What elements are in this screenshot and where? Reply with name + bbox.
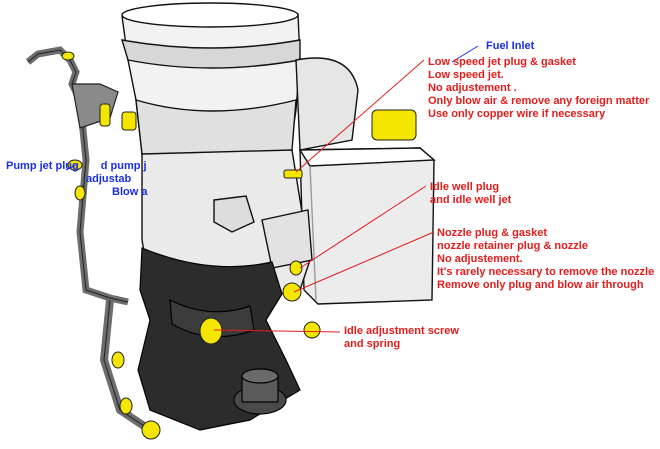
pump-jet-line-2: adjustab bbox=[86, 173, 132, 185]
fuel-bowl bbox=[298, 147, 436, 305]
low-speed-jet-line-4: Only blow air & remove any foreign matte… bbox=[428, 95, 650, 107]
idle-well-line-2: and idle well jet bbox=[430, 194, 512, 206]
low-speed-jet-line-1: Low speed jet plug & gasket bbox=[428, 56, 576, 68]
pump-jet-line-3: Blow a bbox=[112, 186, 148, 198]
nozzle-line-4: It's rarely necessary to remove the nozz… bbox=[437, 266, 655, 278]
low-speed-jet-line-5: Use only copper wire if necessary bbox=[428, 108, 606, 120]
fuel-inlet-line-1: Fuel Inlet bbox=[486, 40, 535, 52]
callout-leaders bbox=[65, 45, 479, 333]
nozzle-label: Nozzle plug & gasket nozzle retainer plu… bbox=[437, 227, 654, 292]
idle-well-label: Idle well plug and idle well jet bbox=[430, 181, 511, 207]
idle-well-line-1: Idle well plug bbox=[430, 181, 500, 193]
nozzle-line-2: nozzle retainer plug & nozzle bbox=[437, 240, 588, 252]
low-speed-jet-label: Low speed jet plug & gasket Low speed je… bbox=[428, 56, 649, 121]
idle-adjustment-label: Idle adjustment screw and spring bbox=[344, 325, 459, 351]
fuel-inlet-label: Fuel Inlet bbox=[486, 40, 534, 53]
nozzle-line-5: Remove only plug and blow air through bbox=[437, 279, 644, 291]
idle-adjustment-line-2: and spring bbox=[344, 338, 401, 350]
air-horn-body bbox=[121, 2, 359, 162]
low-speed-jet-line-3: No adjustement . bbox=[428, 82, 517, 94]
idle-adjustment-line-1: Idle adjustment screw bbox=[344, 325, 459, 337]
low-speed-jet-line-2: Low speed jet. bbox=[428, 69, 504, 81]
nozzle-line-1: Nozzle plug & gasket bbox=[437, 227, 548, 239]
nozzle-line-3: No adjustement. bbox=[437, 253, 523, 265]
throttle-linkage bbox=[25, 46, 153, 434]
